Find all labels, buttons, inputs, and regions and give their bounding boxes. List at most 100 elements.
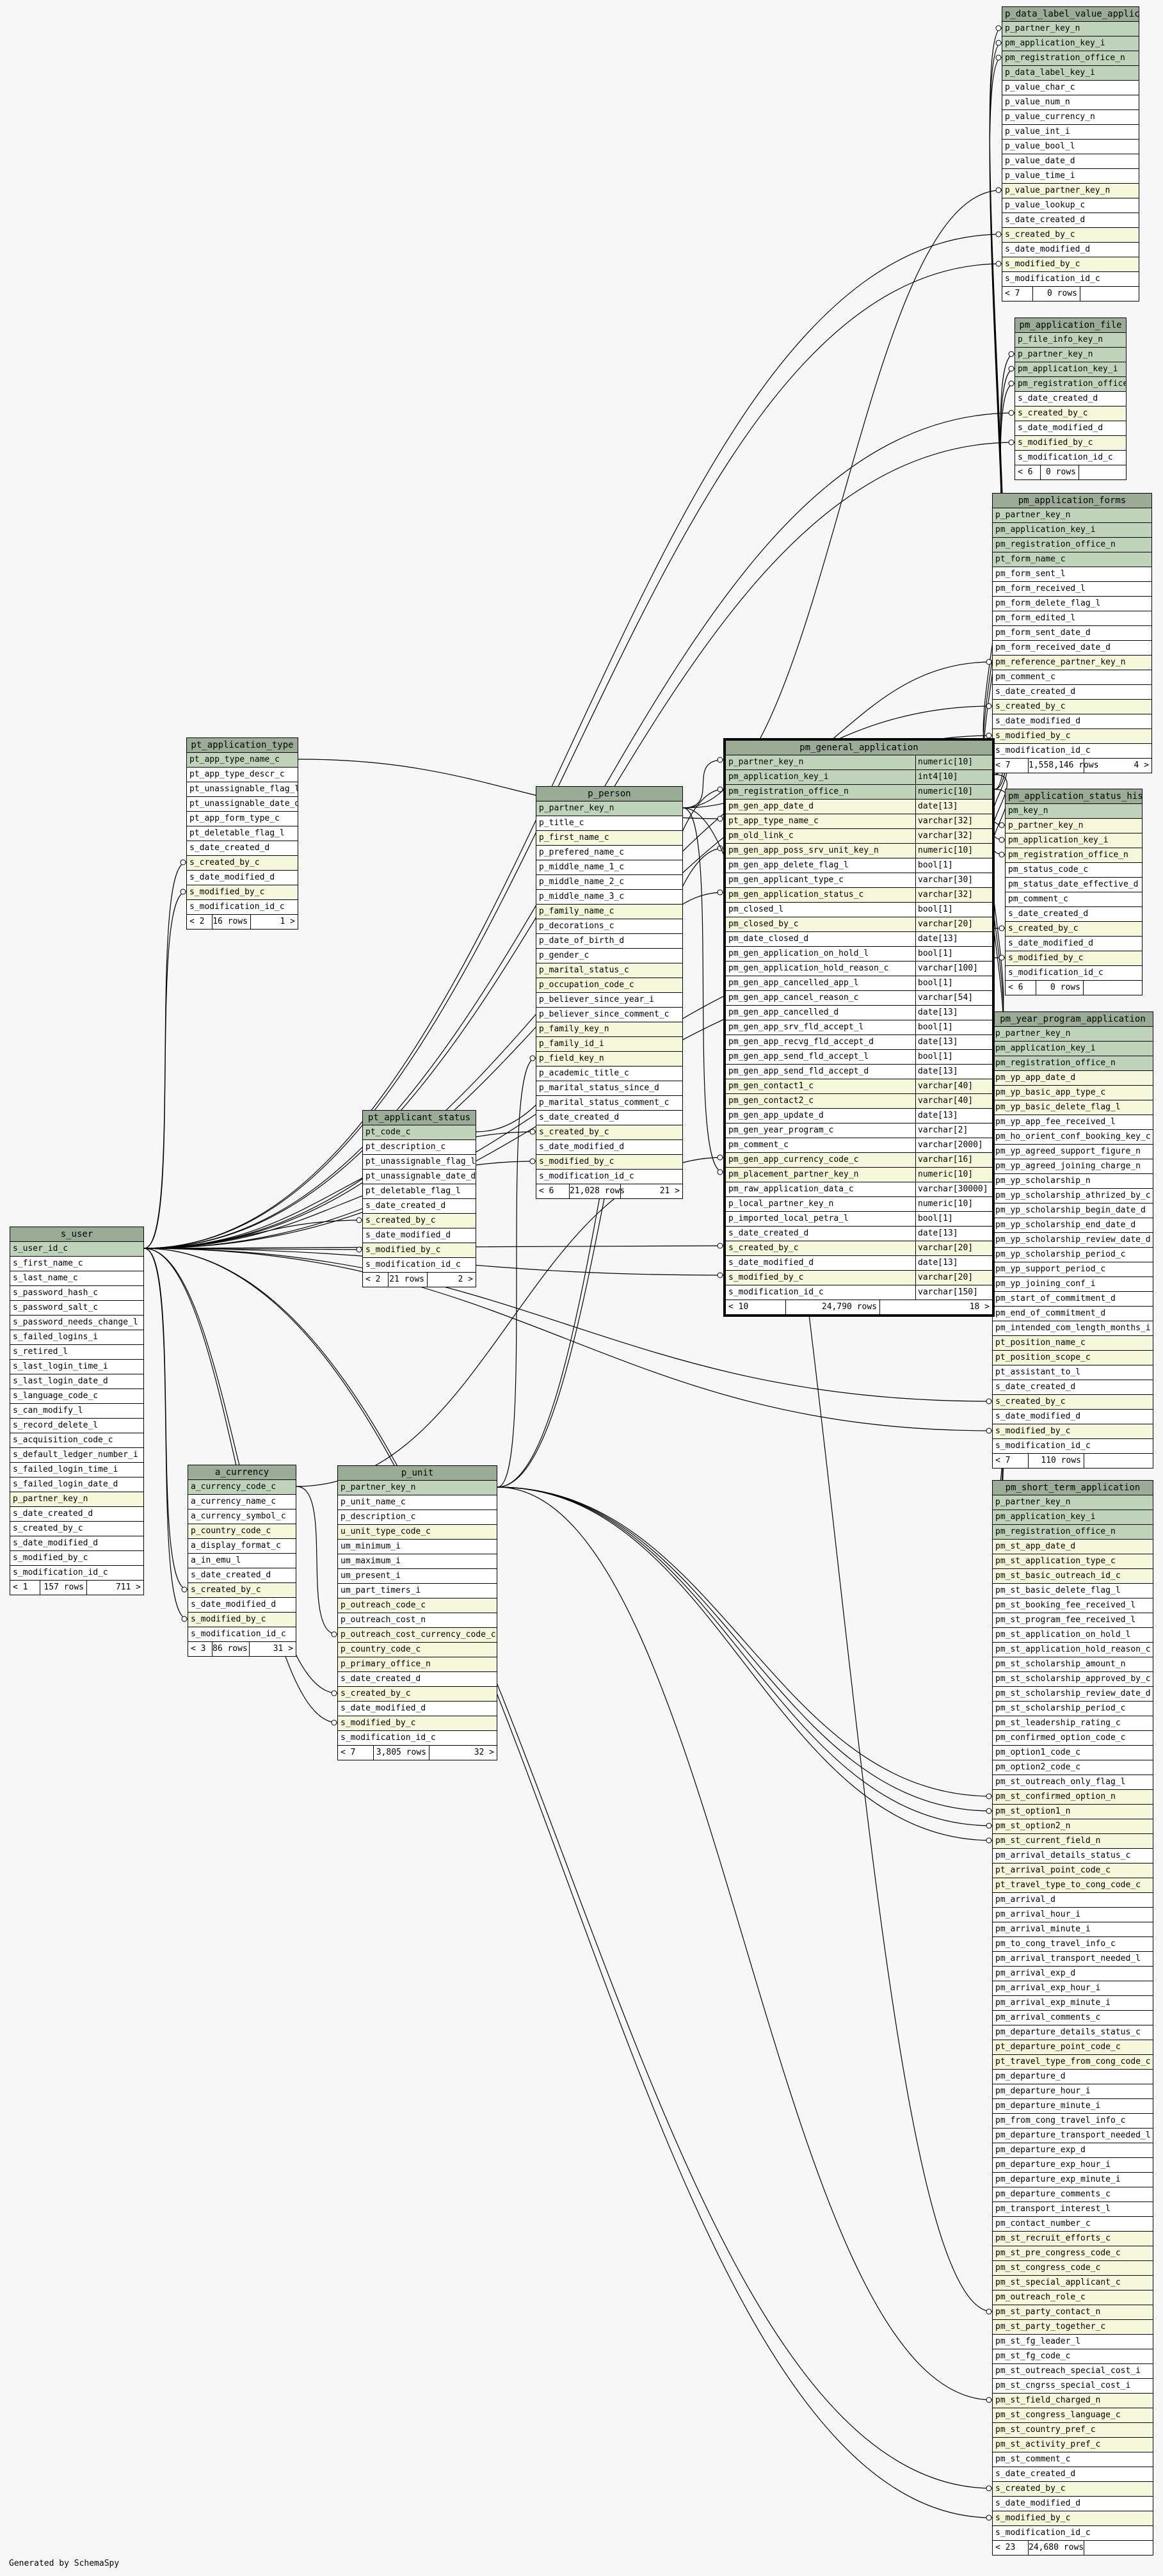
column-row[interactable]: s_modified_by_c [10, 1551, 143, 1566]
column-row[interactable]: pm_comment_c [993, 670, 1151, 685]
column-row[interactable]: p_partner_key_n [1015, 348, 1126, 362]
column-row[interactable]: pm_st_scholarship_period_c [993, 1702, 1153, 1716]
column-row[interactable]: pm_yp_basic_app_type_c [993, 1086, 1153, 1100]
table-pm-application-status-history[interactable]: pm_application_status_historypm_key_np_p… [1005, 789, 1143, 995]
column-row[interactable]: pm_departure_exp_hour_i [993, 2158, 1153, 2173]
column-row[interactable]: s_created_by_c [993, 700, 1151, 714]
column-row[interactable]: p_partner_key_n [993, 1495, 1153, 1510]
column-row[interactable]: pm_st_activity_pref_c [993, 2438, 1153, 2452]
column-row[interactable]: p_value_char_c [1002, 81, 1139, 95]
column-row[interactable]: um_maximum_i [338, 1554, 497, 1569]
column-row[interactable]: pm_st_leadership_rating_c [993, 1716, 1153, 1731]
column-row[interactable]: s_language_code_c [10, 1389, 143, 1404]
column-row[interactable]: s_date_created_d [1006, 907, 1142, 922]
column-row[interactable]: s_modified_by_c [536, 1155, 682, 1170]
column-row[interactable]: pm_form_received_date_d [993, 641, 1151, 656]
column-row[interactable]: s_modified_by_c [993, 1424, 1153, 1439]
column-row[interactable]: s_date_modified_d [187, 871, 298, 885]
column-row[interactable]: p_value_currency_n [1002, 110, 1139, 125]
column-row[interactable]: s_modification_id_c [363, 1258, 476, 1273]
column-row[interactable]: a_display_format_c [188, 1539, 296, 1554]
column-row[interactable]: pm_departure_exp_d [993, 2143, 1153, 2158]
column-row[interactable]: s_modification_id_c [187, 900, 298, 915]
column-row[interactable]: pt_position_name_c [993, 1336, 1153, 1351]
column-row[interactable]: pm_yp_agreed_joining_charge_n [993, 1159, 1153, 1174]
column-row[interactable]: pm_transport_interest_l [993, 2202, 1153, 2217]
column-row[interactable]: pt_travel_type_from_cong_code_c [993, 2055, 1153, 2070]
column-row[interactable]: pm_yp_basic_delete_flag_l [993, 1100, 1153, 1115]
column-row[interactable]: pt_deletable_flag_l [187, 826, 298, 841]
column-row[interactable]: s_modification_id_c [338, 1731, 497, 1746]
column-row[interactable]: p_value_num_n [1002, 95, 1139, 110]
column-row[interactable]: pm_yp_agreed_support_figure_n [993, 1145, 1153, 1159]
column-row[interactable]: s_date_created_d [1002, 213, 1139, 228]
column-row[interactable]: a_currency_symbol_c [188, 1509, 296, 1524]
column-row[interactable]: pt_app_form_type_c [187, 812, 298, 826]
column-row[interactable]: a_currency_code_c [188, 1480, 296, 1495]
column-row[interactable]: pt_position_scope_c [993, 1351, 1153, 1365]
column-row[interactable]: s_modified_by_c [187, 885, 298, 900]
column-row[interactable]: p_family_name_c [536, 905, 682, 919]
column-row[interactable]: pm_yp_app_date_d [993, 1071, 1153, 1086]
column-row[interactable]: s_created_by_c [993, 1395, 1153, 1410]
column-row[interactable]: pm_arrival_exp_d [993, 1967, 1153, 1981]
column-row[interactable]: s_modified_by_c [188, 1613, 296, 1627]
column-row[interactable]: pm_application_key_i [1015, 362, 1126, 377]
column-row[interactable]: p_family_key_n [536, 1022, 682, 1037]
column-row[interactable]: a_in_emu_l [188, 1554, 296, 1568]
column-row[interactable]: pm_form_delete_flag_l [993, 597, 1151, 611]
column-row[interactable]: pm_st_recruit_efforts_c [993, 2232, 1153, 2246]
column-row[interactable]: p_value_partner_key_n [1002, 184, 1139, 198]
column-row[interactable]: pm_st_app_date_d [993, 1540, 1153, 1554]
column-row[interactable]: a_currency_name_c [188, 1495, 296, 1509]
column-row[interactable]: s_last_login_date_d [10, 1374, 143, 1389]
column-row[interactable]: s_failed_login_time_i [10, 1463, 143, 1477]
column-row[interactable]: s_date_modified_d [1002, 243, 1139, 257]
column-row[interactable]: p_first_name_c [536, 831, 682, 846]
column-row[interactable]: s_created_by_c [536, 1125, 682, 1140]
column-row[interactable]: pm_application_key_i [1006, 833, 1142, 848]
column-row[interactable]: s_date_modified_d [10, 1536, 143, 1551]
column-row[interactable]: pm_st_congress_code_c [993, 2261, 1153, 2276]
column-row[interactable]: p_title_c [536, 816, 682, 831]
column-row[interactable]: s_modified_by_c [1002, 257, 1139, 272]
column-row[interactable]: s_modification_id_c [1006, 966, 1142, 981]
column-row[interactable]: s_date_created_d [993, 1380, 1153, 1395]
column-row[interactable]: pm_st_scholarship_approved_by_c [993, 1672, 1153, 1687]
column-row[interactable]: s_modification_id_c [536, 1170, 682, 1184]
column-row[interactable]: s_created_by_c [188, 1583, 296, 1598]
column-row[interactable]: s_created_by_c [1015, 407, 1126, 421]
column-row[interactable]: s_failed_logins_i [10, 1330, 143, 1345]
column-row[interactable]: s_record_delete_l [10, 1419, 143, 1433]
column-row[interactable]: pm_registration_office_n [993, 538, 1151, 552]
column-row[interactable]: p_value_lookup_c [1002, 198, 1139, 213]
column-row[interactable]: pm_st_party_together_c [993, 2320, 1153, 2335]
column-row[interactable]: s_date_modified_d [338, 1702, 497, 1716]
column-row[interactable]: s_last_login_time_i [10, 1360, 143, 1374]
column-row[interactable]: p_occupation_code_c [536, 978, 682, 993]
column-row[interactable]: pm_arrival_exp_hour_i [993, 1981, 1153, 1996]
column-row[interactable]: pm_departure_d [993, 2070, 1153, 2084]
column-row[interactable]: pm_st_country_pref_c [993, 2423, 1153, 2438]
column-row[interactable]: p_family_id_i [536, 1037, 682, 1052]
column-row[interactable]: s_date_created_d [1015, 392, 1126, 407]
column-row[interactable]: p_partner_key_n [536, 801, 682, 816]
column-row[interactable]: s_created_by_c [1002, 228, 1139, 243]
